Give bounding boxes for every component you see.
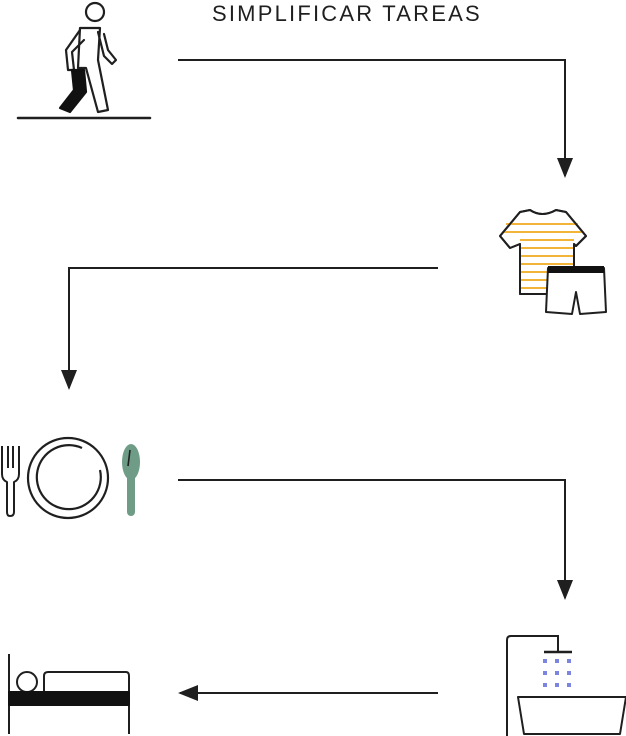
arrow-walk-to-clothes: [178, 59, 573, 178]
plate-icon: [26, 436, 110, 520]
clothes-icon: [499, 209, 607, 315]
diagram-title: SIMPLIFICAR TAREAS: [212, 1, 482, 26]
fork-icon: [1, 446, 20, 517]
arrow-table-to-bath: [178, 479, 573, 600]
spoon-icon: [122, 444, 140, 516]
table-setting-icon: [1, 436, 140, 520]
connector-arrows: [61, 59, 573, 701]
walking-person-icon: [16, 1, 152, 120]
bed-icon: [8, 654, 130, 734]
arrow-clothes-to-table: [61, 267, 438, 390]
bathtub-shower-icon: [506, 635, 626, 736]
